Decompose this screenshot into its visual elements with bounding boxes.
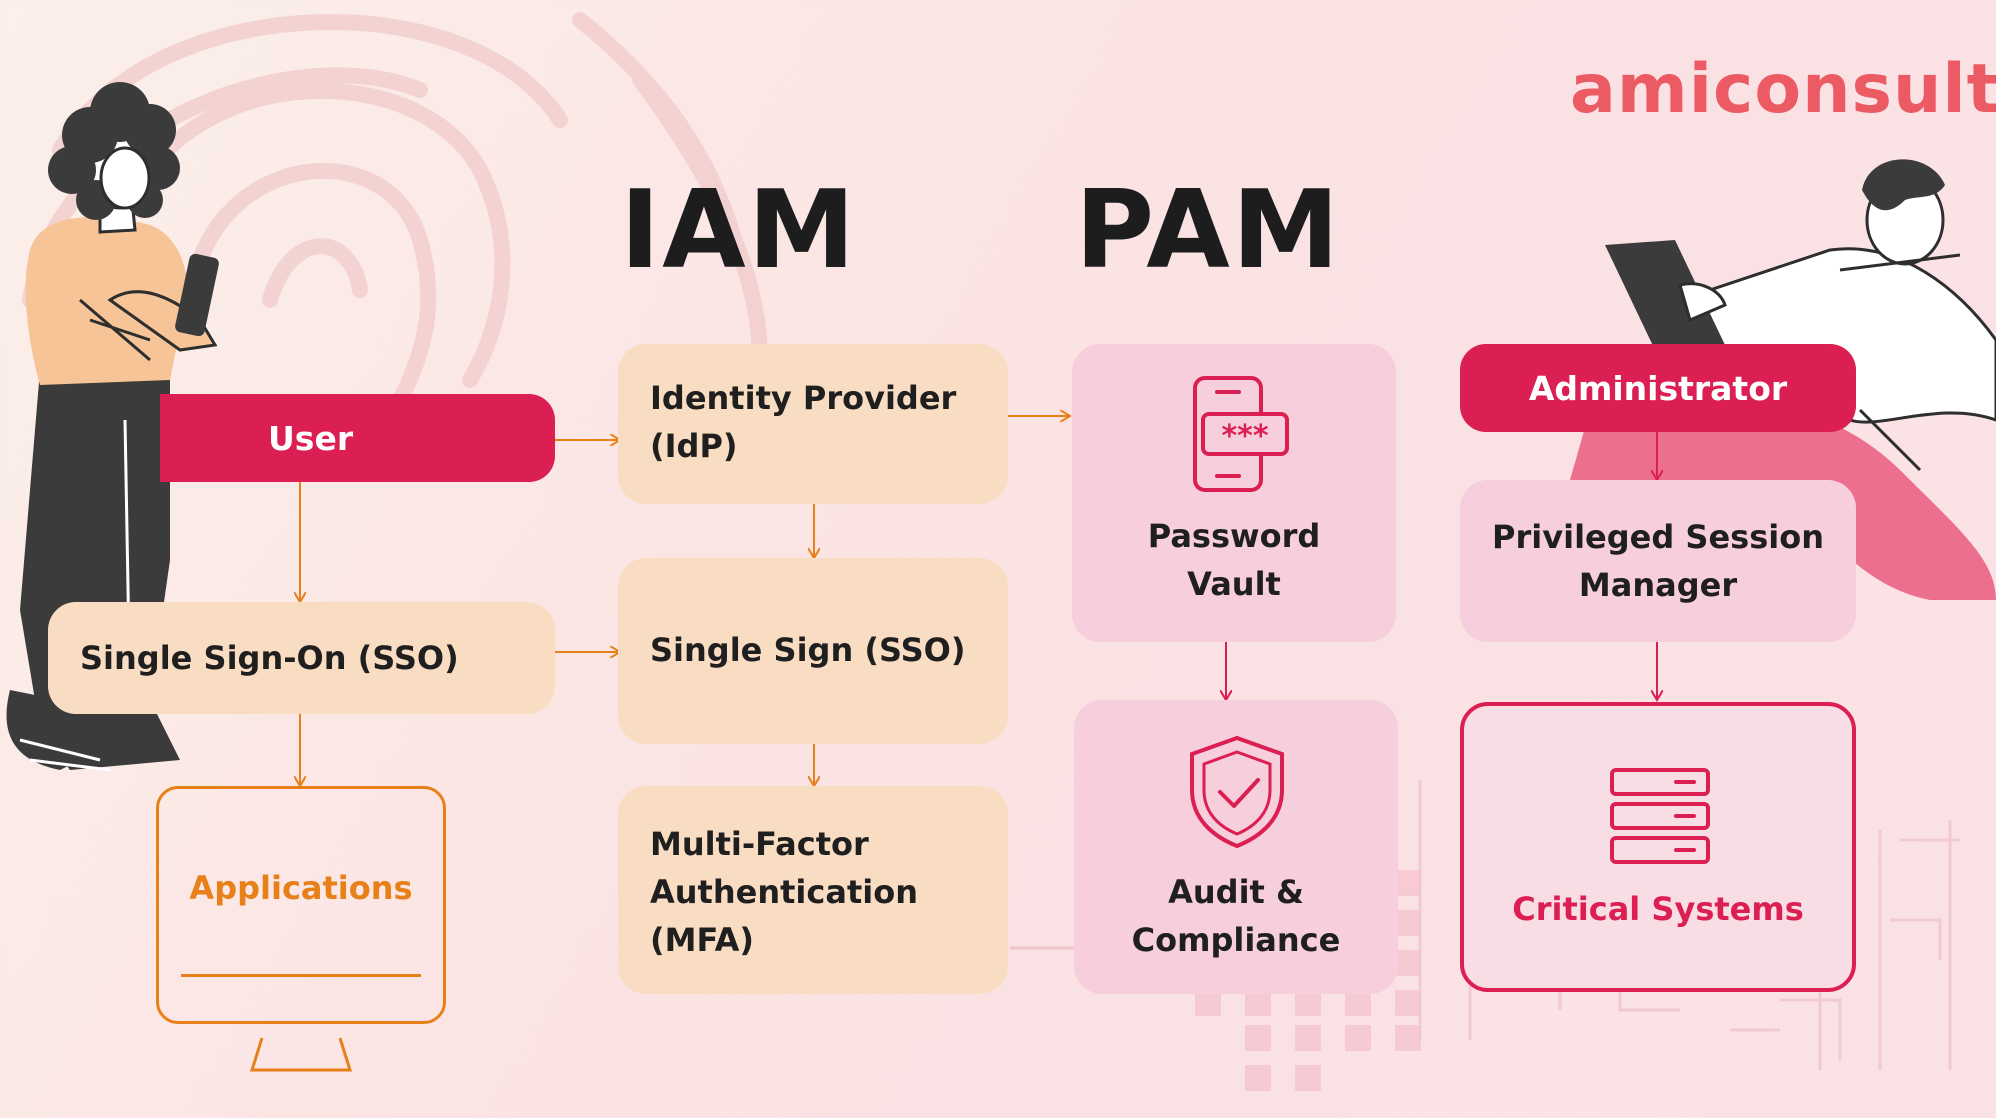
monitor-icon [250, 1037, 353, 1072]
audit-compliance-node[interactable]: Audit & Compliance [1074, 700, 1398, 994]
mfa-node[interactable]: Multi-Factor Authentication (MFA) [618, 786, 1008, 994]
psm-label: Privileged Session Manager [1492, 518, 1824, 604]
audit-compliance-label: Audit & Compliance [1131, 873, 1341, 959]
critical-systems-label: Critical Systems [1512, 890, 1804, 928]
password-vault-node[interactable]: *** Password Vault [1072, 344, 1396, 642]
password-vault-label: Password Vault [1147, 517, 1321, 603]
mfa-label: Multi-Factor Authentication (MFA) [650, 825, 918, 959]
psm-node[interactable]: Privileged Session Manager [1460, 480, 1856, 642]
applications-label: Applications [189, 869, 413, 907]
svg-text:***: *** [1221, 419, 1268, 454]
administrator-node[interactable]: Administrator [1460, 344, 1856, 432]
phone-password-icon: *** [1193, 376, 1289, 492]
sso-mid-node[interactable]: Single Sign (SSO) [618, 558, 1008, 744]
pam-heading: PAM [1075, 168, 1342, 293]
brand-logo: amiconsult [1570, 50, 1996, 129]
server-stack-icon [1610, 768, 1710, 864]
applications-node[interactable]: Applications [156, 786, 446, 1024]
idp-node[interactable]: Identity Provider (IdP) [618, 344, 1008, 504]
user-label: User [268, 418, 354, 458]
sso-left-label: Single Sign-On (SSO) [80, 639, 459, 677]
user-node[interactable]: User [160, 394, 555, 482]
iam-heading: IAM [620, 168, 858, 293]
shield-check-icon [1190, 735, 1284, 849]
sso-left-node[interactable]: Single Sign-On (SSO) [48, 602, 555, 714]
sso-mid-label: Single Sign (SSO) [650, 631, 966, 669]
idp-label: Identity Provider (IdP) [650, 379, 957, 465]
critical-systems-node[interactable]: Critical Systems [1460, 702, 1856, 992]
administrator-label: Administrator [1528, 368, 1788, 408]
monitor-divider [181, 974, 421, 977]
